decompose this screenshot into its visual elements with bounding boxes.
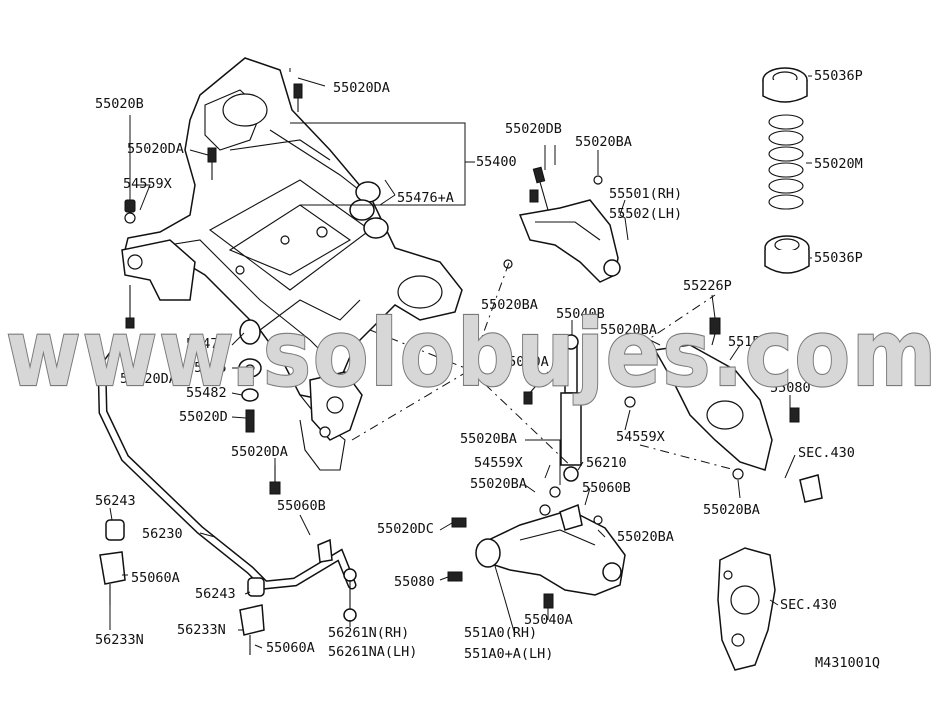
label-sec430-low: SEC.430 <box>780 597 837 613</box>
label-56233n-mid: 56233N <box>177 622 226 638</box>
label-55080-left: 55080 <box>394 574 435 590</box>
label-55060b-right: 55060B <box>582 480 631 496</box>
label-55020da-left: 55020DA <box>127 141 184 157</box>
label-55020da-mid: 55020DA <box>231 444 288 460</box>
label-55040a-mid: 55040A <box>500 354 549 370</box>
label-sec430-right: SEC.430 <box>798 445 855 461</box>
label-55080-right: 55080 <box>770 380 811 396</box>
label-55482: 55482 <box>186 385 227 401</box>
label-56243-left: 56243 <box>95 493 136 509</box>
label-55020da-top: 55020DA <box>333 80 390 96</box>
label-56233n-left: 56233N <box>95 632 144 648</box>
label-55476: 55476 <box>186 336 227 352</box>
leader-lines <box>109 68 812 649</box>
label-55020ba-c2: 55020BA <box>470 476 527 492</box>
rear-subframe-55400 <box>121 57 463 471</box>
label-55040a-low: 55040A <box>524 612 573 628</box>
label-55036p-bot: 55036P <box>814 250 863 266</box>
axle-housing-sec430 <box>717 547 776 671</box>
label-55020ba-left: 55020BA <box>481 297 538 313</box>
label-56210: 56210 <box>586 455 627 471</box>
label-55476a: 55476+A <box>397 190 454 206</box>
label-55020da-low: 55020DA <box>120 371 177 387</box>
label-55020b: 55020B <box>95 96 144 112</box>
label-55502: 55502(LH) <box>609 206 682 222</box>
label-54559x-right: 54559X <box>616 429 665 445</box>
watermark-text: www.solobujes.com <box>6 300 938 407</box>
label-55020ba-rlow: 55020BA <box>703 502 760 518</box>
label-56261n: 56261N(RH) <box>328 625 409 641</box>
label-55501: 55501(RH) <box>609 186 682 202</box>
shock-absorber-56210 <box>523 334 582 482</box>
label-55020db: 55020DB <box>505 121 562 137</box>
label-55020dc: 55020DC <box>377 521 434 537</box>
label-54559x-c: 54559X <box>474 455 523 471</box>
part-number-labels: 55020DA 55020B 55020DA 54559X 55400 5547… <box>95 68 880 671</box>
label-55020d: 55020D <box>179 409 228 425</box>
label-55400: 55400 <box>476 154 517 170</box>
label-56261na: 56261NA(LH) <box>328 644 417 660</box>
label-55060b-left: 55060B <box>277 498 326 514</box>
label-55020ba-c1: 55020BA <box>460 431 517 447</box>
label-56243-mid: 56243 <box>195 586 236 602</box>
label-55060a-mid: 55060A <box>266 640 315 656</box>
label-55060a-left: 55060A <box>131 570 180 586</box>
lower-arm-551a0 <box>447 486 626 609</box>
label-55036p-top: 55036P <box>814 68 863 84</box>
stabilizer-bar-56230 <box>97 340 357 655</box>
upper-link-55501 <box>503 166 621 283</box>
label-551a0a: 551A0+A(LH) <box>464 646 553 662</box>
coil-spring-55020m <box>762 67 810 274</box>
figure-code: M431001Q <box>815 655 880 671</box>
label-55020m: 55020M <box>814 156 863 172</box>
label-551a0: 551A0(RH) <box>464 625 537 641</box>
label-55020ba-cr: 55020BA <box>617 529 674 545</box>
label-55475: 55475 <box>186 360 227 376</box>
label-56230: 56230 <box>142 526 183 542</box>
label-55040b: 55040B <box>556 306 605 322</box>
label-55020ba-mid: 55020BA <box>600 322 657 338</box>
rear-lower-link-551b0m <box>624 317 823 503</box>
label-54559x-left: 54559X <box>123 176 172 192</box>
label-551b0m: 551B0M <box>728 334 777 350</box>
assembly-reference-lines <box>351 259 736 471</box>
label-55226p: 55226P <box>683 278 732 294</box>
label-55020ba-top: 55020BA <box>575 134 632 150</box>
fastener-group-left <box>124 83 303 495</box>
